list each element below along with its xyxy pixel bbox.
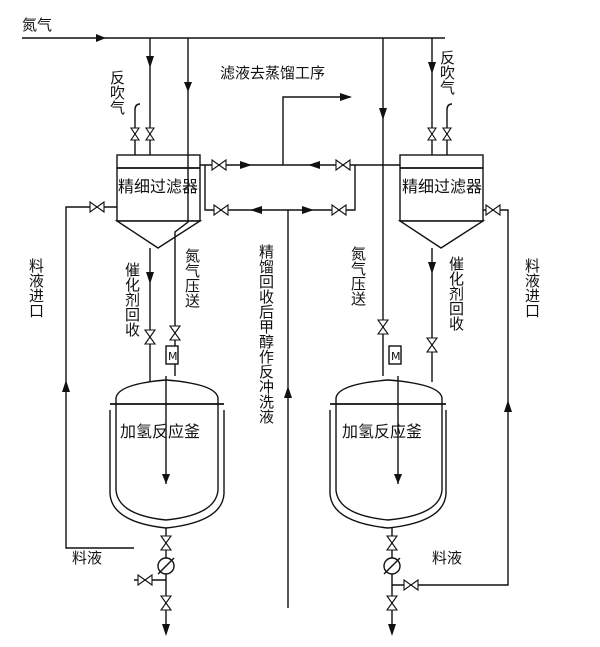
- nitrogen-top-label: 氮气: [22, 16, 52, 34]
- nitrogen-press-left-pipe: [174, 155, 189, 376]
- feed-left-label: 料液: [72, 549, 102, 567]
- feed-inlet-left-label: 料液进口: [27, 258, 45, 318]
- backblow-right-label: 反吹气: [438, 50, 456, 95]
- filtrate-outlet-pipe: [282, 96, 350, 165]
- backflush-header-lower: [204, 165, 356, 211]
- feed-right-label: 料液: [432, 549, 462, 567]
- left-bottom-outlet: [134, 528, 175, 636]
- left-nitrogen-arrow-top: [184, 82, 192, 92]
- right-fine-filter: [397, 154, 486, 249]
- catalyst-left-arrow: [146, 272, 154, 284]
- svg-text:M: M: [391, 350, 401, 363]
- motor-left: M: [165, 345, 179, 365]
- methanol-backflush-label: 精馏回收后甲醇作反冲洗液: [257, 244, 275, 424]
- upper-arrow-left: [240, 161, 252, 169]
- fine-filter-left-label: 精细过滤器: [118, 177, 198, 196]
- backblow-left-label: 反吹气: [108, 70, 126, 115]
- right-backblow-arrow: [428, 62, 436, 74]
- methanol-backflush-arrow: [284, 386, 292, 398]
- lower-arrow-left: [250, 206, 262, 214]
- right-filter-top-valves: [426, 103, 453, 155]
- upper-arrow-right: [308, 161, 320, 169]
- nitrogen-flow-arrow: [96, 34, 106, 42]
- catalyst-recovery-left-label: 催化剂回收: [123, 262, 141, 337]
- filtrate-outlet-arrow: [340, 93, 352, 101]
- lower-arrow-right: [302, 206, 314, 214]
- fine-filter-right-label: 精细过滤器: [402, 177, 482, 196]
- nitrogen-press-left-label: 氮气压送: [183, 248, 201, 309]
- catalyst-recovery-right-label: 催化剂回收: [447, 256, 465, 331]
- filtrate-to-distill-label: 滤液去蒸馏工序: [220, 64, 325, 82]
- svg-text:M: M: [168, 350, 178, 363]
- right-main-arrow: [379, 108, 387, 120]
- right-reactor: [329, 376, 447, 529]
- feed-inlet-right-arrow: [504, 400, 512, 412]
- upper-valves: [211, 158, 351, 172]
- left-backblow-arrow: [146, 56, 154, 68]
- reactor-left-label: 加氢反应釜: [120, 422, 200, 441]
- motor-right: M: [388, 345, 402, 365]
- feed-inlet-right-label: 料液进口: [523, 258, 541, 318]
- reactor-right-label: 加氢反应釜: [342, 422, 422, 441]
- lower-valves: [213, 203, 347, 217]
- left-filter-top-valves: [129, 103, 156, 155]
- catalyst-right-arrow: [428, 262, 436, 274]
- nitrogen-press-right-label: 氮气压送: [349, 246, 367, 307]
- feed-inlet-left-arrow: [62, 380, 70, 392]
- left-reactor: [109, 376, 225, 529]
- right-bottom-outlet: [383, 528, 420, 636]
- left-fine-filter: [114, 154, 203, 249]
